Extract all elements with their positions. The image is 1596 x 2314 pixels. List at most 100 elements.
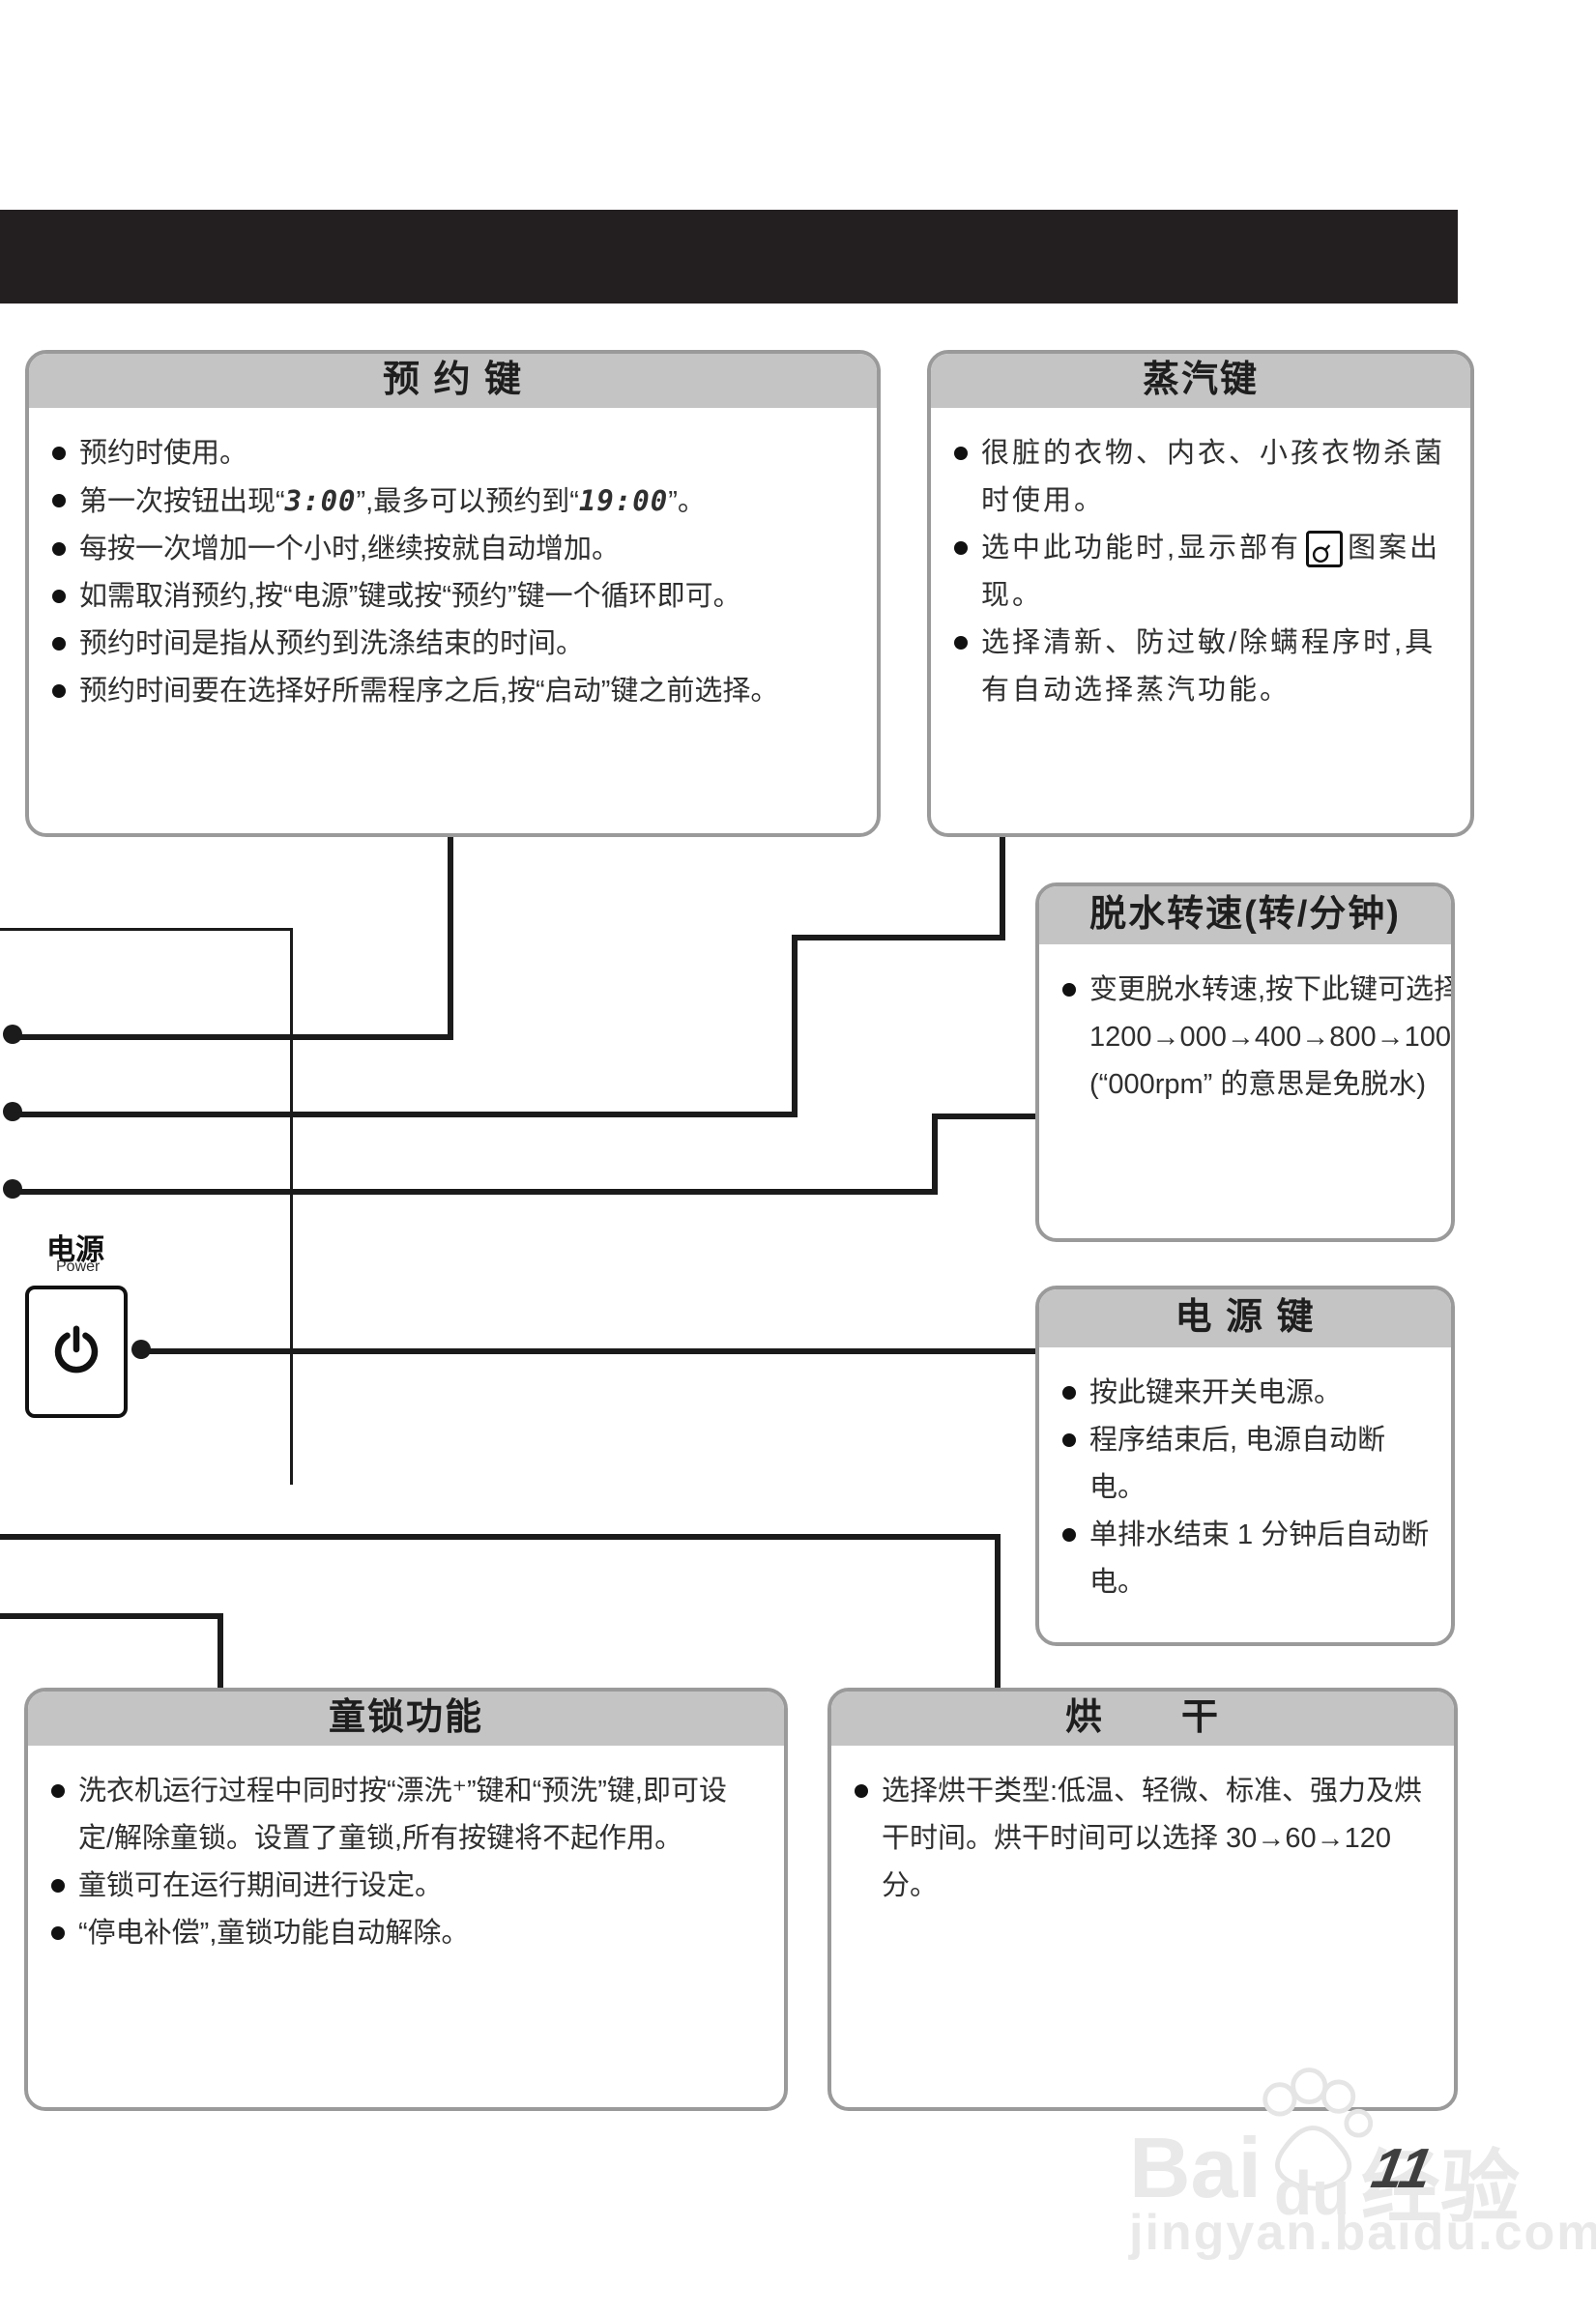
reserve-key-body: 预约时使用。 第一次按钮出现“3:00”,最多可以预约到“19:00”。 每按一… bbox=[29, 413, 877, 715]
list-item: 选择烘干类型:低温、轻微、标准、强力及烘干时间。烘干时间可以选择 30→60→1… bbox=[851, 1768, 1433, 1910]
text-part: ”。 bbox=[668, 486, 706, 517]
bullet-text: 按此键来开关电源。 bbox=[1089, 1377, 1343, 1408]
list-item: 程序结束后, 电源自动断电。 bbox=[1059, 1417, 1430, 1512]
connector-reserve-h bbox=[11, 1034, 453, 1040]
list-item: 按此键来开关电源。 bbox=[1059, 1370, 1430, 1417]
bullet-dot bbox=[52, 684, 66, 698]
list-item: 很脏的衣物、内衣、小孩衣物杀菌时使用。 bbox=[950, 430, 1449, 525]
list-item: 每按一次增加一个小时,继续按就自动增加。 bbox=[48, 526, 856, 573]
page-number: 11 bbox=[1367, 2137, 1436, 2200]
power-key-title: 电 源 键 bbox=[1039, 1289, 1451, 1352]
spin-speed-panel: 脱水转速(转/分钟) 变更脱水转速,按下此键可选择 1200→000→400→8… bbox=[1035, 882, 1455, 1242]
bullet-dot bbox=[855, 1784, 868, 1798]
power-icon bbox=[51, 1324, 102, 1379]
list-item: 预约时使用。 bbox=[48, 430, 856, 477]
power-label-en: Power bbox=[56, 1258, 101, 1275]
bullet-text: 童锁可在运行期间进行设定。 bbox=[78, 1870, 444, 1901]
bullet-text: 如需取消预约,按“电源”键或按“预约”键一个循环即可。 bbox=[79, 581, 741, 612]
text-part: 图案出现。 bbox=[981, 533, 1441, 611]
list-item: 洗衣机运行过程中同时按“漂洗⁺”键和“预洗”键,即可设定/解除童锁。设置了童锁,… bbox=[47, 1768, 763, 1863]
list-item: 童锁可在运行期间进行设定。 bbox=[47, 1863, 763, 1910]
connector-endpoint-dot bbox=[3, 1025, 22, 1044]
paw-icon bbox=[1245, 2063, 1378, 2205]
bullet-text: 预约时使用。 bbox=[79, 438, 248, 469]
text-part: 第一次按钮出现“ bbox=[79, 486, 285, 517]
bullet-dot bbox=[954, 636, 968, 650]
connector-endpoint-dot bbox=[3, 1102, 22, 1121]
bullet-text: 每按一次增加一个小时,继续按就自动增加。 bbox=[79, 534, 621, 564]
bullet-text: 单排水结束 1 分钟后自动断电。 bbox=[1089, 1519, 1430, 1598]
steam-key-title: 蒸汽键 bbox=[931, 354, 1470, 413]
connector-childlock-v bbox=[218, 1613, 223, 1688]
bullet-dot bbox=[52, 590, 66, 603]
dry-title: 烘 干 bbox=[831, 1692, 1454, 1750]
power-label-cn: 电源 bbox=[46, 1234, 104, 1266]
list-item: 选中此功能时,显示部有图案出现。 bbox=[950, 525, 1449, 620]
list-item: 选择清新、防过敏/除螨程序时,具有自动选择蒸汽功能。 bbox=[950, 620, 1449, 714]
bullet-dot bbox=[954, 447, 968, 460]
bullet-text: 预约时间是指从预约到洗涤结束的时间。 bbox=[79, 628, 585, 659]
bullet-dot bbox=[52, 447, 66, 460]
list-item: 预约时间要在选择好所需程序之后,按“启动”键之前选择。 bbox=[48, 668, 856, 715]
dry-panel: 烘 干 选择烘干类型:低温、轻微、标准、强力及烘干时间。烘干时间可以选择 30→… bbox=[827, 1688, 1458, 2111]
bullet-text: 选中此功能时,显示部有图案出现。 bbox=[981, 525, 1449, 620]
spin-speed-body: 变更脱水转速,按下此键可选择 1200→000→400→800→1000→120… bbox=[1039, 949, 1451, 1109]
bullet-text: 程序结束后, 电源自动断电。 bbox=[1089, 1425, 1386, 1503]
bullet-dot bbox=[1062, 983, 1076, 997]
connector-endpoint-dot bbox=[3, 1179, 22, 1199]
list-item: 变更脱水转速,按下此键可选择 1200→000→400→800→1000→120… bbox=[1059, 967, 1451, 1109]
header-bar bbox=[0, 210, 1458, 304]
connector-steam-h1 bbox=[792, 935, 1005, 940]
spin-speed-title: 脱水转速(转/分钟) bbox=[1039, 886, 1451, 949]
connector-thin-h bbox=[0, 928, 293, 931]
list-item: 单排水结束 1 分钟后自动断电。 bbox=[1059, 1512, 1430, 1606]
bullet-dot bbox=[1062, 1528, 1076, 1542]
power-key-panel: 电 源 键 按此键来开关电源。 程序结束后, 电源自动断电。 单排水结束 1 分… bbox=[1035, 1286, 1455, 1646]
watermark-baidu-du: du bbox=[1274, 2158, 1350, 2228]
list-item: 预约时间是指从预约到洗涤结束的时间。 bbox=[48, 621, 856, 668]
connector-steam-h2 bbox=[11, 1112, 798, 1117]
child-lock-title: 童锁功能 bbox=[28, 1692, 784, 1750]
bullet-dot bbox=[52, 494, 66, 507]
bullet-text: “停电补偿”,童锁功能自动解除。 bbox=[78, 1918, 470, 1949]
connector-reserve-v bbox=[448, 837, 453, 1040]
reserve-key-title: 预 约 键 bbox=[29, 354, 877, 413]
dry-body: 选择烘干类型:低温、轻微、标准、强力及烘干时间。烘干时间可以选择 30→60→1… bbox=[831, 1750, 1454, 1910]
steam-key-panel: 蒸汽键 很脏的衣物、内衣、小孩衣物杀菌时使用。 选中此功能时,显示部有图案出现。… bbox=[927, 350, 1474, 837]
connector-spin-h bbox=[11, 1189, 938, 1195]
bullet-text: 选择清新、防过敏/除螨程序时,具有自动选择蒸汽功能。 bbox=[981, 627, 1436, 706]
reserve-key-panel: 预 约 键 预约时使用。 第一次按钮出现“3:00”,最多可以预约到“19:00… bbox=[25, 350, 881, 837]
digital-time: 19:00 bbox=[578, 484, 669, 517]
bullet-dot bbox=[51, 1879, 65, 1893]
bullet-text: 选择烘干类型:低温、轻微、标准、强力及烘干时间。烘干时间可以选择 30→60→1… bbox=[882, 1776, 1423, 1901]
steam-icon bbox=[1306, 531, 1344, 567]
bullet-dot bbox=[1062, 1433, 1076, 1447]
watermark-url: jingyan.baidu.com bbox=[1129, 2205, 1596, 2261]
bullet-dot bbox=[52, 637, 66, 651]
bullet-dot bbox=[51, 1784, 65, 1798]
text-part: 选中此功能时,显示部有 bbox=[981, 533, 1302, 564]
bullet-dot bbox=[954, 541, 968, 555]
bullet-text: 变更脱水转速,按下此键可选择 1200→000→400→800→1000→120… bbox=[1089, 974, 1455, 1100]
watermark-baidu-bai: Bai bbox=[1129, 2120, 1262, 2215]
digital-time: 3:00 bbox=[284, 484, 357, 517]
connector-thin-v bbox=[290, 928, 293, 1485]
list-item: 第一次按钮出现“3:00”,最多可以预约到“19:00”。 bbox=[48, 477, 856, 526]
connector-childlock-h bbox=[0, 1613, 223, 1619]
child-lock-panel: 童锁功能 洗衣机运行过程中同时按“漂洗⁺”键和“预洗”键,即可设定/解除童锁。设… bbox=[24, 1688, 788, 2111]
connector-dry-v bbox=[995, 1534, 1001, 1688]
connector-spin-stub bbox=[932, 1114, 1035, 1119]
bullet-text: 洗衣机运行过程中同时按“漂洗⁺”键和“预洗”键,即可设定/解除童锁。设置了童锁,… bbox=[78, 1776, 727, 1854]
connector-power-h bbox=[135, 1348, 1035, 1354]
text-part: ”,最多可以预约到“ bbox=[356, 486, 579, 517]
bullet-text: 预约时间要在选择好所需程序之后,按“启动”键之前选择。 bbox=[79, 676, 779, 707]
connector-steam-v1 bbox=[1000, 837, 1005, 940]
connector-steam-v2 bbox=[792, 935, 798, 1117]
bullet-text: 很脏的衣物、内衣、小孩衣物杀菌时使用。 bbox=[981, 438, 1446, 516]
bullet-dot bbox=[52, 542, 66, 556]
watermark-jingyan-cn: 经验 bbox=[1361, 2144, 1521, 2232]
bullet-dot bbox=[51, 1926, 65, 1940]
list-item: “停电补偿”,童锁功能自动解除。 bbox=[47, 1910, 763, 1957]
connector-dry-h bbox=[0, 1534, 1001, 1540]
